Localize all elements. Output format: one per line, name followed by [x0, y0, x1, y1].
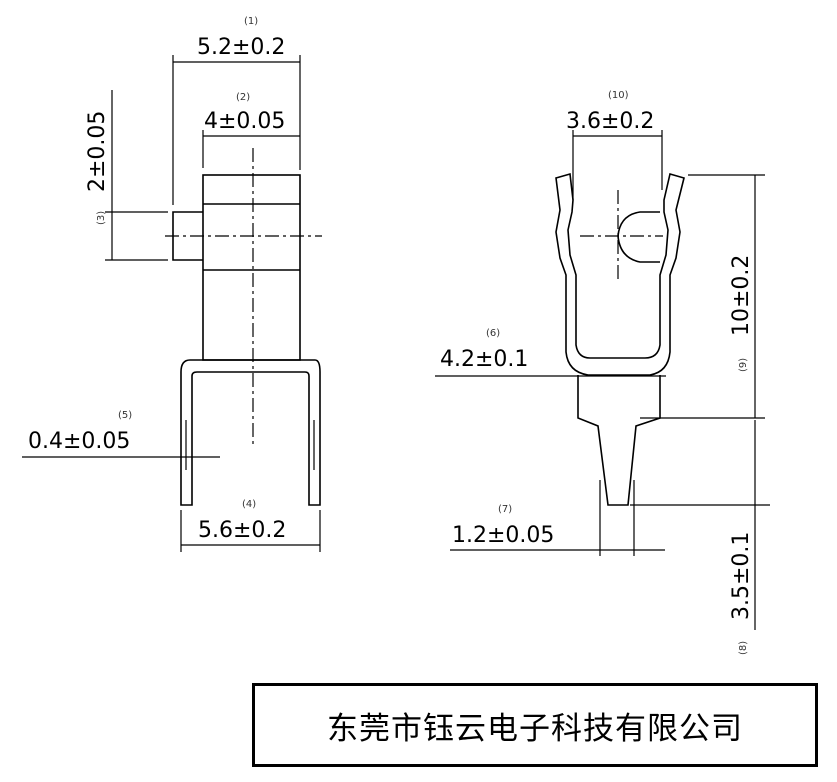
dim-index: (7)	[498, 504, 512, 515]
legs-outline	[180, 359, 321, 506]
dim-index: (6)	[486, 328, 500, 339]
dim-0-4: 0.4±0.05	[28, 429, 130, 454]
clip-outline	[555, 172, 685, 376]
dim-index: (1)	[244, 16, 258, 27]
dim-index: (3)	[96, 211, 107, 225]
left-view-dimensions: (1) 5.2±0.2 (2) 4±0.05 2±0.05 (3) (5) 0.…	[22, 16, 321, 552]
dim-10: 10±0.2	[729, 255, 754, 336]
dim-3-6: 3.6±0.2	[566, 109, 654, 134]
dim-2: 2±0.05	[85, 111, 110, 192]
dim-5-2: 5.2±0.2	[197, 35, 285, 60]
right-view-dimensions: (10) 3.6±0.2 10±0.2 (9) (6) 4.2±0.1 (7) …	[435, 90, 770, 655]
pin-outline	[577, 375, 661, 506]
dim-1-2: 1.2±0.05	[452, 523, 554, 548]
dim-4: 4±0.05	[204, 109, 285, 134]
dim-index: (10)	[608, 90, 629, 101]
dim-index: (8)	[738, 641, 749, 655]
dim-index: (2)	[236, 92, 250, 103]
dim-index: (9)	[738, 358, 749, 372]
dim-4-2: 4.2±0.1	[440, 347, 528, 372]
left-body-outline	[202, 174, 301, 361]
right-view-part	[555, 172, 685, 506]
dim-index: (5)	[118, 410, 132, 421]
company-name-box: 东莞市钰云电子科技有限公司	[252, 683, 818, 767]
left-view-part	[165, 148, 322, 506]
dim-index: (4)	[242, 499, 256, 510]
dim-3-5: 3.5±0.1	[729, 532, 754, 620]
dimple	[617, 211, 660, 263]
dim-5-6: 5.6±0.2	[198, 518, 286, 543]
